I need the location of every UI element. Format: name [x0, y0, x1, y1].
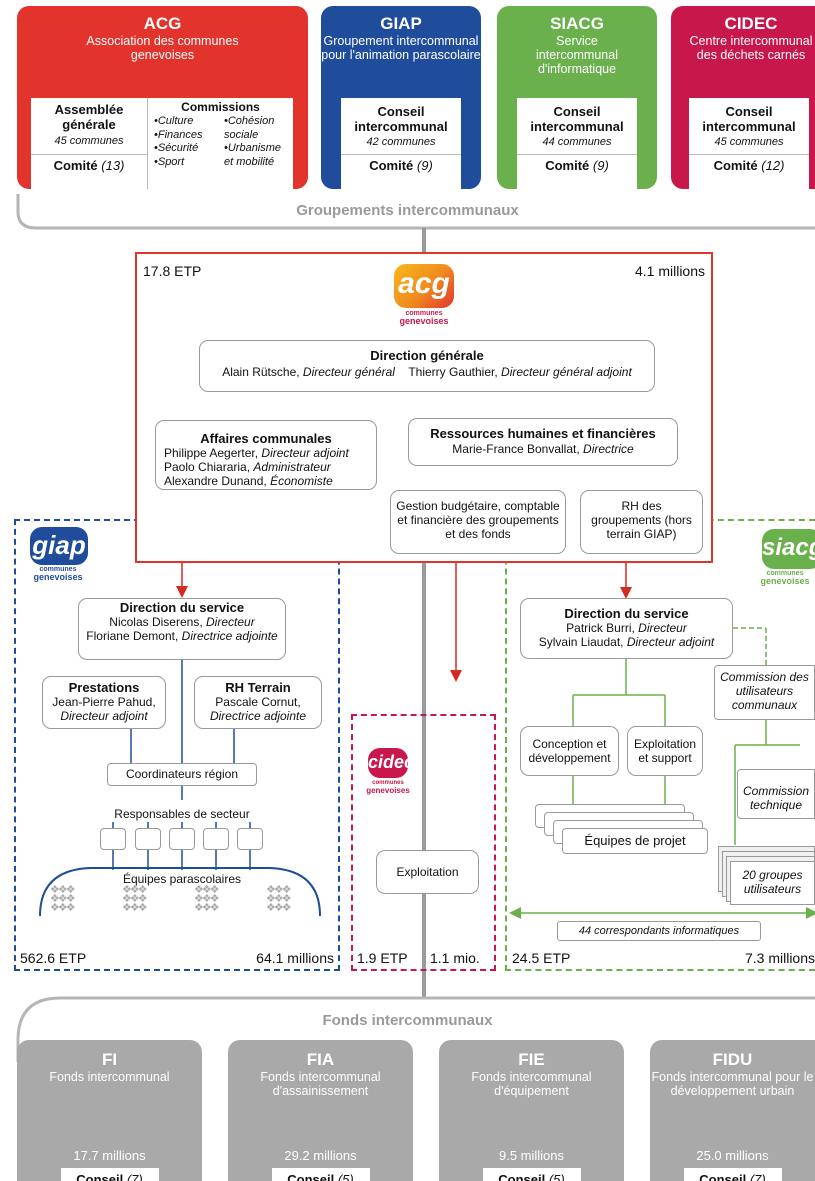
prestations-box: Prestations Jean-Pierre Pahud, Directeur…	[42, 676, 166, 729]
fund-fidu: FIDU Fonds intercommunal pour le dévelop…	[650, 1040, 815, 1181]
exploitation-support-box: Exploitation et support	[627, 726, 703, 776]
giap-logo: giap	[30, 527, 88, 565]
fonds-label: Fonds intercommunaux	[322, 1012, 493, 1029]
commission-technique-box: Commission technique	[737, 769, 815, 819]
commissions-col1: •Culture•Finances•Sécurité•Sport	[154, 115, 203, 168]
giap-direction-box: Direction du service Nicolas Diserens, D…	[78, 598, 286, 660]
ag-title: Assemblée générale	[54, 102, 124, 132]
giap-logo-sub2: genevoises	[33, 572, 83, 582]
acg-governance-box: Assemblée générale 45 communes Comité (1…	[31, 98, 293, 189]
cidec-budget: 1.1 mio.	[430, 950, 480, 966]
acg-comite: Comité (13)	[53, 158, 125, 173]
card-cidec: CIDEC Centre intercommunal des déchets c…	[671, 6, 815, 189]
commissions-title: Commissions	[181, 100, 260, 114]
equipes-parascolaires: Équipes parascolaires	[92, 872, 272, 886]
fund-fi: FI Fonds intercommunal 17.7 millions Con…	[17, 1040, 202, 1181]
responsables-secteur: Responsables de secteur	[114, 807, 250, 821]
secteur-box	[169, 828, 195, 850]
rh-financieres-box: Ressources humaines et financières Marie…	[408, 418, 678, 466]
cidec-etp: 1.9 ETP	[357, 950, 408, 966]
equipes-projet-box: Équipes de projet	[562, 828, 708, 854]
giap-etp: 562.6 ETP	[20, 950, 87, 966]
giap-teams-arc	[39, 867, 321, 917]
rh-groupements-box: RH des groupements (hors terrain GIAP)	[580, 490, 703, 554]
coordinateurs-box: Coordinateurs région	[107, 763, 257, 786]
card-acg: ACG Association des communes genevoises …	[17, 6, 308, 189]
rh-terrain-box: RH Terrain Pascale Cornut, Directrice ad…	[194, 676, 322, 729]
affaires-communales-box: Affaires communales Philippe Aegerter, D…	[155, 420, 377, 490]
secteur-box	[100, 828, 126, 850]
gestion-budgetaire-box: Gestion budgétaire, comptable et financi…	[390, 490, 566, 554]
team-icon: ❖❖❖❖❖❖❖❖❖	[266, 884, 292, 914]
siacg-logo: siacg	[762, 529, 815, 569]
acg-logo-sub2: genevoises	[399, 316, 449, 326]
giap-budget: 64.1 millions	[256, 950, 334, 966]
team-icon: ❖❖❖❖❖❖❖❖❖	[122, 884, 148, 914]
groupes-utilisateurs-box: 20 groupes utilisateurs	[730, 861, 815, 905]
card-siacg: SIACG Service intercommunal d'informatiq…	[497, 6, 657, 189]
cidec-logo-sub2: genevoises	[366, 786, 410, 795]
conception-box: Conception et développement	[520, 726, 619, 776]
siacg-etp: 24.5 ETP	[512, 950, 571, 966]
siacg-governance-box: Conseil intercommunal 44 communes Comité…	[517, 98, 637, 189]
secteur-box	[237, 828, 263, 850]
fonds-bracket	[16, 996, 815, 1062]
acg-budget: 4.1 millions	[634, 263, 705, 279]
siacg-logo-sub2: genevoises	[760, 576, 810, 586]
groupements-bracket	[16, 194, 815, 230]
card-acr: ACG	[143, 14, 182, 33]
acg-logo-sub1: communes	[405, 310, 443, 317]
acg-logo: acg	[394, 264, 454, 308]
direction-generale-box: Direction générale Alain Rütsche, Direct…	[199, 340, 655, 392]
cidec-governance-box: Conseil intercommunal 45 communes Comité…	[689, 98, 809, 189]
team-icon: ❖❖❖❖❖❖❖❖❖	[194, 884, 220, 914]
card-giap: GIAP Groupement intercommunal pour l'ani…	[321, 6, 481, 189]
cidec-exploitation-box: Exploitation	[376, 850, 479, 894]
cidec-section	[351, 714, 496, 971]
card-fullname: Association des communes genevoises	[86, 34, 239, 62]
siacg-direction-box: Direction du service Patrick Burri, Dire…	[520, 598, 733, 659]
acg-main-frame: 17.8 ETP 4.1 millions acg communes genev…	[135, 252, 713, 563]
commission-utilisateurs-box: Commission des utilisateurs communaux	[714, 665, 815, 720]
giap-governance-box: Conseil intercommunal 42 communes Comité…	[341, 98, 461, 189]
fund-fie: FIE Fonds intercommunal d'équipement 9.5…	[439, 1040, 624, 1181]
commissions-col2: •Cohésion sociale•Urbanisme et mobilité	[224, 115, 282, 168]
cidec-logo-sub1: communes	[372, 780, 404, 786]
team-icon: ❖❖❖❖❖❖❖❖❖	[50, 884, 76, 914]
secteur-box	[203, 828, 229, 850]
acg-etp: 17.8 ETP	[143, 263, 202, 279]
giap-logo-sub1: communes	[39, 566, 77, 573]
groupements-label: Groupements intercommunaux	[296, 202, 519, 219]
siacg-logo-sub1: communes	[766, 570, 804, 577]
cidec-logo: cidec	[368, 748, 414, 778]
fund-fia: FIA Fonds intercommunal d'assainissement…	[228, 1040, 413, 1181]
ag-communes: 45 communes	[54, 135, 124, 147]
correspondants-box: 44 correspondants informatiques	[557, 921, 761, 941]
siacg-budget: 7.3 millions	[744, 950, 815, 966]
secteur-box	[135, 828, 161, 850]
